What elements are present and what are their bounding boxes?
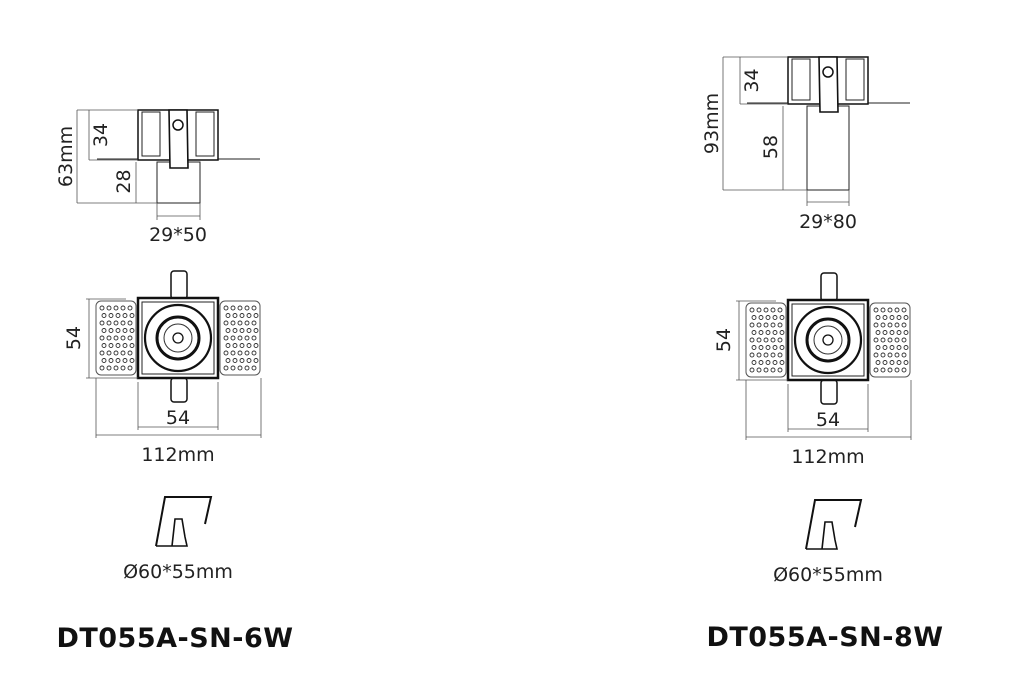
- spring-clip: [168, 109, 189, 169]
- led-icon: [822, 334, 834, 346]
- clip-bottom: [170, 377, 188, 403]
- total-height-label: 93mm: [701, 93, 723, 154]
- front-height-label: 54: [713, 328, 735, 352]
- ceiling-cutout-icon: [805, 499, 863, 550]
- cutout-size-label: Ø60*55mm: [773, 564, 883, 586]
- housing-panel: [141, 111, 161, 157]
- clip-top: [820, 272, 838, 302]
- clip-top: [170, 270, 188, 300]
- lens-ring: [793, 305, 863, 375]
- model-title: DT055A-SN-8W: [706, 622, 943, 653]
- screw-icon: [172, 119, 184, 131]
- housing-panel: [195, 111, 215, 157]
- housing-panel: [845, 58, 865, 101]
- lower-height-label: 28: [113, 169, 135, 193]
- trim-square: [786, 298, 870, 382]
- heatsink-panel-left: [95, 300, 137, 376]
- housing-panel: [791, 58, 811, 101]
- cutout: Ø60*55mm: [123, 496, 233, 583]
- lens-ring: [143, 303, 213, 373]
- heatsink-panel-right: [869, 302, 911, 378]
- front-height-label: 54: [63, 326, 85, 350]
- ceiling-cutout-icon: [155, 496, 213, 547]
- cutout: Ø60*55mm: [773, 499, 883, 586]
- square-width-label: 54: [166, 407, 190, 429]
- spring-clip: [818, 56, 839, 113]
- side-view: 93mm 34 58 29*80: [701, 56, 910, 233]
- heatsink-panel-left: [745, 302, 787, 378]
- upper-height-label: 34: [741, 68, 763, 92]
- led-icon: [172, 332, 184, 344]
- screw-icon: [822, 66, 834, 78]
- tube: [806, 105, 850, 191]
- total-width-label: 112mm: [791, 446, 864, 468]
- trim-square: [136, 296, 220, 380]
- front-view: 54 54 112mm: [713, 272, 912, 468]
- model-title: DT055A-SN-6W: [56, 623, 293, 654]
- front-view: 54 54 112mm: [63, 270, 262, 466]
- total-height-label: 63mm: [55, 126, 77, 187]
- total-width-label: 112mm: [141, 444, 214, 466]
- upper-height-label: 34: [90, 123, 112, 147]
- tube-size-label: 29*50: [149, 224, 207, 246]
- product-2: 93mm 34 58 29*80 54 54 112mmØ60*55mmDT055A-SN-…: [701, 56, 943, 653]
- clip-bottom: [820, 379, 838, 405]
- square-width-label: 54: [816, 409, 840, 431]
- cutout-size-label: Ø60*55mm: [123, 561, 233, 583]
- lower-height-label: 58: [760, 135, 782, 159]
- tube-size-label: 29*80: [799, 211, 857, 233]
- heatsink-panel-right: [219, 300, 261, 376]
